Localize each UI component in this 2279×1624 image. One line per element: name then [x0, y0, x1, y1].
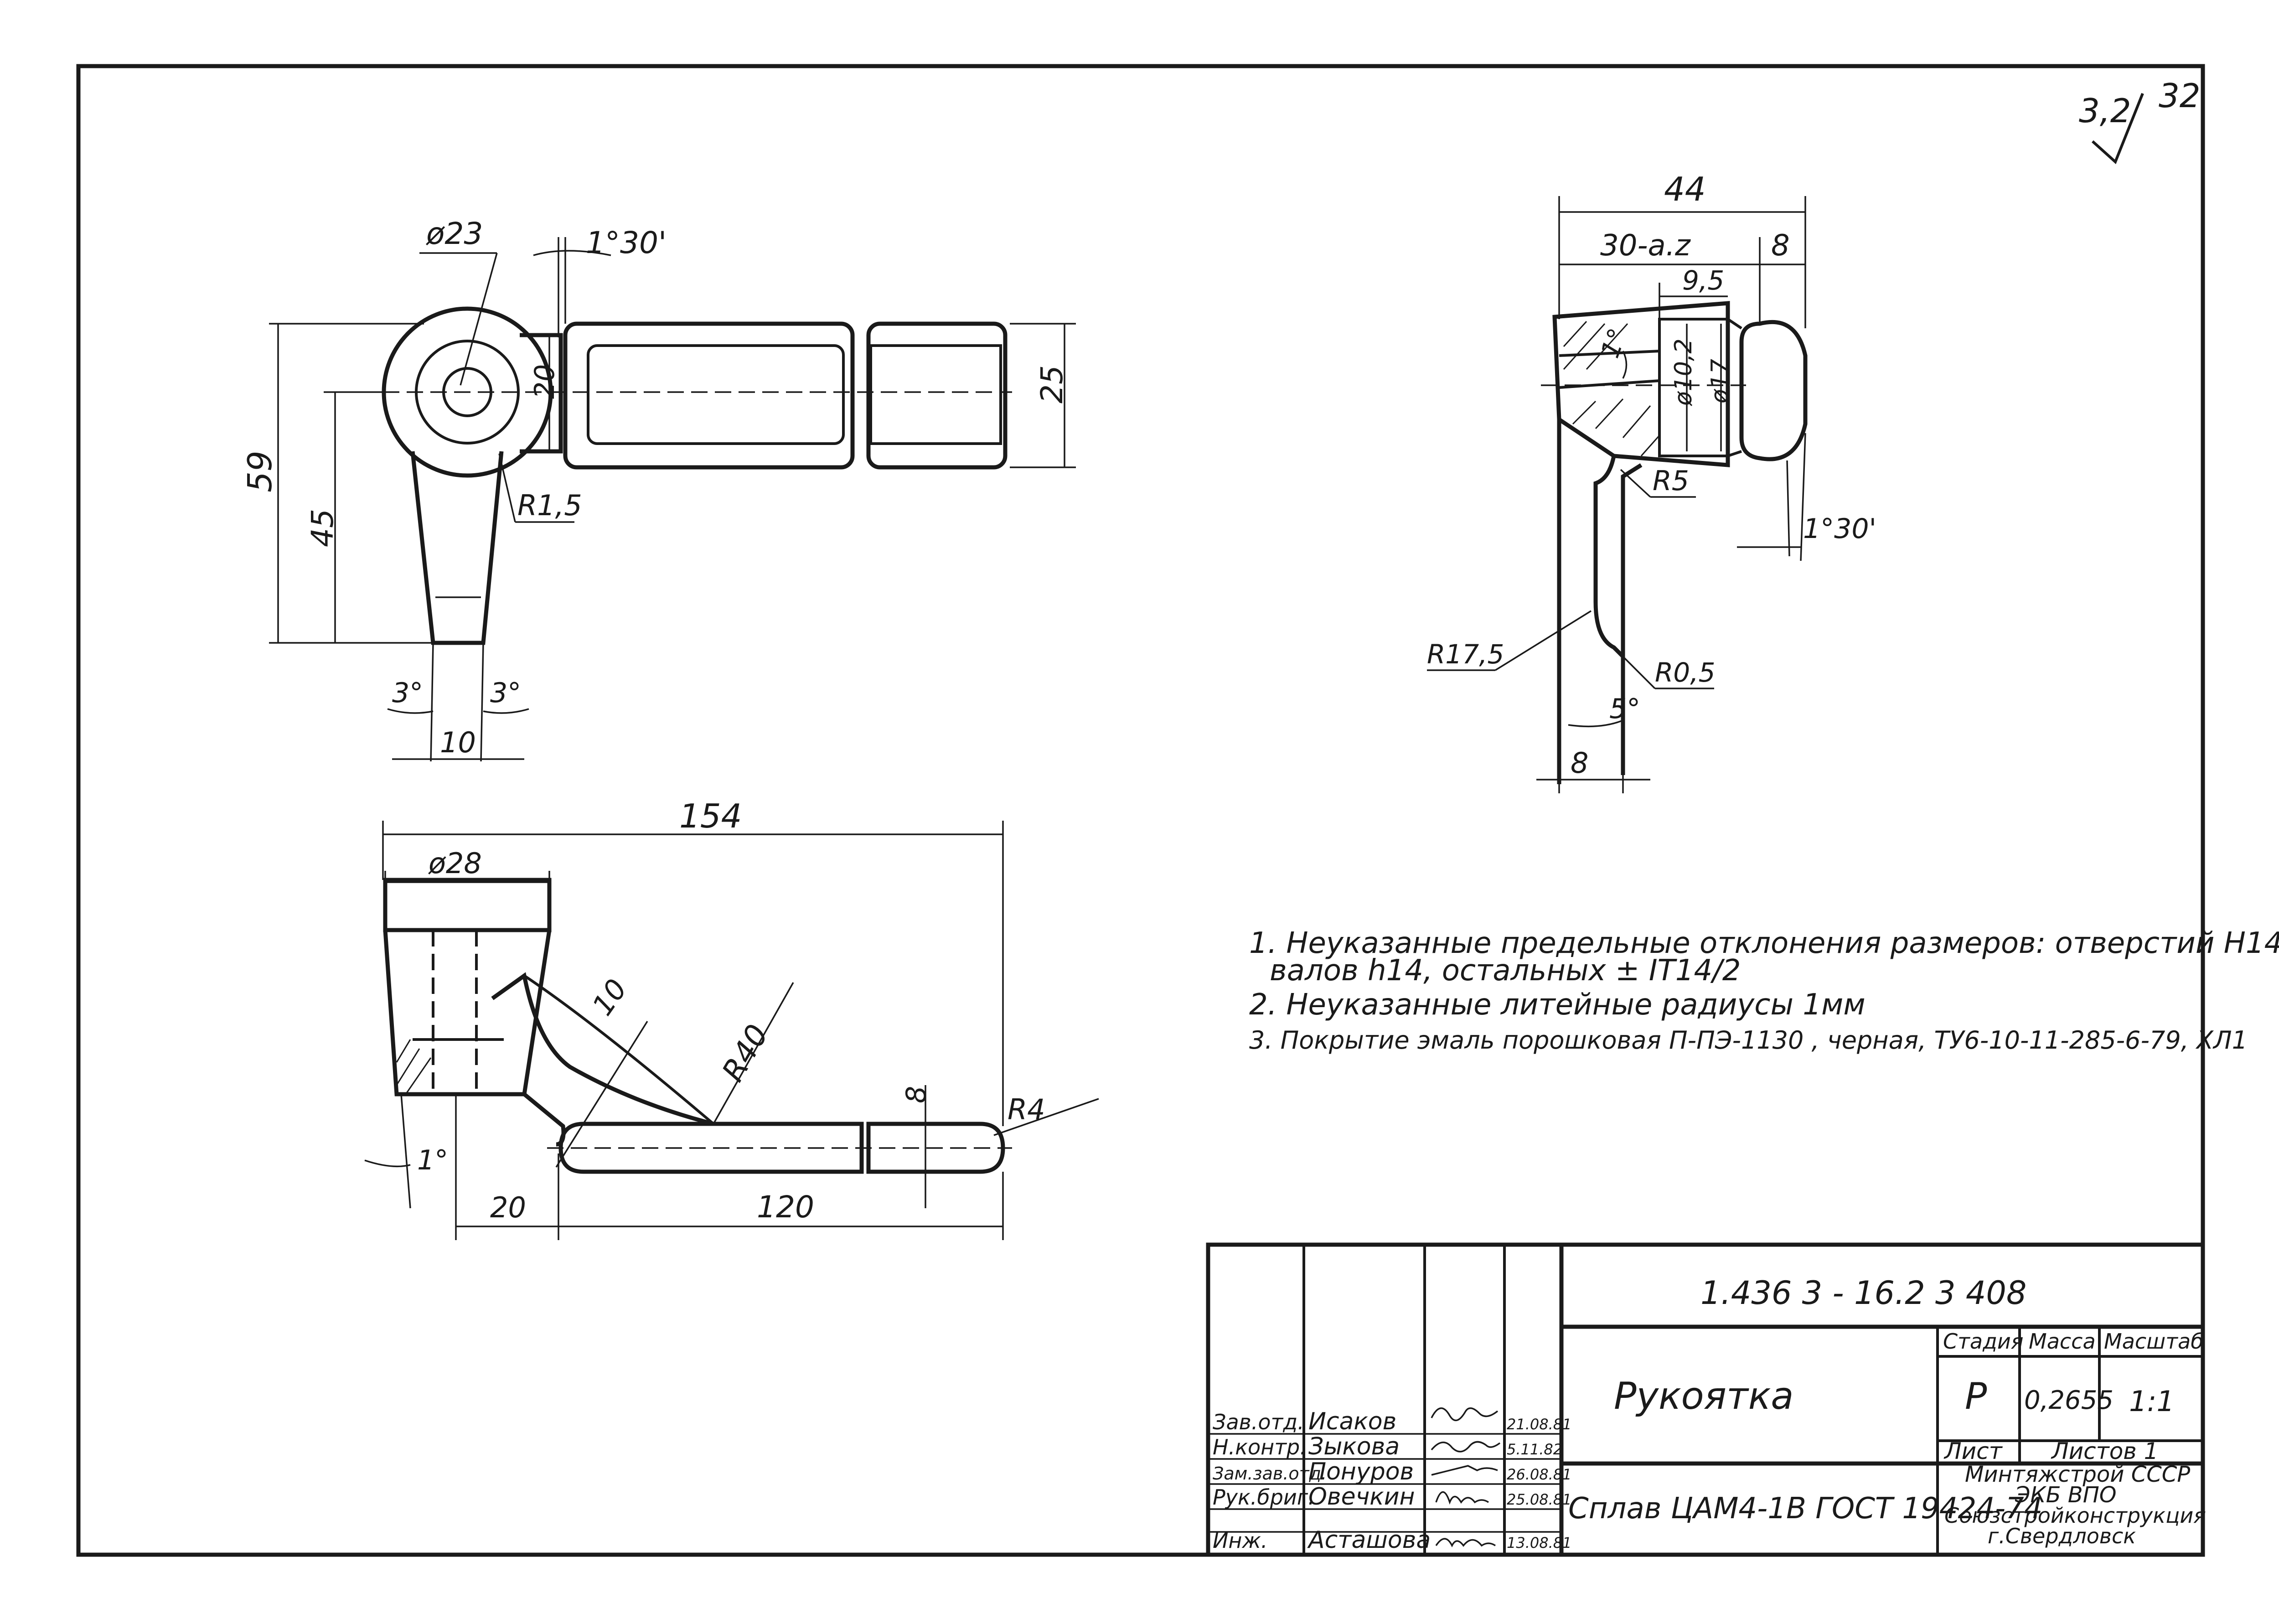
dim-bore-small: ø10,2 [1670, 338, 1697, 406]
dim-bore-large: ø17 [1706, 359, 1734, 404]
dim-length-total: 154 [679, 797, 742, 835]
dim-taper-right: 3° [490, 677, 521, 709]
signer-name: Исаков [1308, 1408, 1396, 1435]
note-3: 3. Покрытие эмаль порошковая П-ПЭ-1130 ,… [1249, 1026, 2248, 1055]
signer-name: Асташова [1307, 1526, 1431, 1554]
dim-offset: 20 [490, 1191, 526, 1224]
signer-role: Рук.бриг. [1213, 1485, 1315, 1510]
dim-width-total: 44 [1664, 170, 1706, 208]
signer-date: 13.08.81 [1507, 1534, 1572, 1552]
material: Сплав ЦАМ4-1В ГОСТ 19424-74 [1568, 1492, 2042, 1526]
dim-angle: 1°30' [586, 225, 667, 260]
dim-height-total: 59 [241, 450, 279, 492]
signer-name: Зыкова [1308, 1433, 1400, 1460]
org-line-1: Минтяжстрой СССР [1965, 1462, 2190, 1487]
signer-role: Зам.зав.отд. [1213, 1464, 1327, 1484]
part-name: Рукоятка [1614, 1375, 1794, 1418]
dim-bar-length: 120 [757, 1190, 814, 1225]
col-mass: Масса [2029, 1329, 2096, 1354]
roughness-stamp: 32 [2159, 77, 2201, 115]
signer-role: Н.контр. [1213, 1435, 1307, 1459]
roughness-value: 3,2 [2079, 92, 2131, 130]
note-2: 2. Неуказанные литейные радиусы 1мм [1249, 988, 1866, 1022]
dim-radius-fillet: R5 [1653, 465, 1689, 497]
dim-width-end: 8 [1771, 229, 1790, 263]
dim-draft: 5° [1609, 693, 1640, 725]
dim-bottom-width: 8 [1571, 746, 1588, 780]
col-scale: Масштаб [2104, 1329, 2204, 1354]
dim-taper-left: 3° [392, 677, 423, 709]
stage-value: Р [1965, 1375, 1987, 1417]
signer-role: Инж. [1213, 1528, 1268, 1553]
col-stage: Стадия [1943, 1329, 2023, 1354]
dim-draft: 1° [417, 1144, 448, 1176]
signer-date: 5.11.82 [1507, 1441, 1562, 1458]
dim-width-mid: 30-a.z [1600, 229, 1691, 263]
dim-grip-height: 25 [1034, 365, 1070, 403]
note-1: 1. Неуказанные предельные отклонения раз… [1249, 926, 2279, 960]
dim-rib: 10 [586, 973, 634, 1022]
dim-taper: 1° [1595, 325, 1633, 362]
signer-name: Овечкин [1308, 1483, 1415, 1510]
dim-tip-width: 10 [440, 726, 476, 759]
dim-radius-large: R17,5 [1427, 639, 1504, 670]
org-line-2: ЭКБ ВПО [2015, 1482, 2117, 1508]
side-view: 44 30-a.z 8 9,5 ø10,2 ø17 1° R5 1°30' R1… [1427, 170, 1876, 793]
handwritten-signatures [1431, 1407, 1501, 1547]
sheet-label: Лист [1943, 1438, 2003, 1464]
org-line-3: Союзстройконструкция [1944, 1503, 2206, 1528]
front-view: 154 ø28 10 R40 8 R4 1° 20 120 [364, 797, 1099, 1240]
dim-radius-end: R4 [1008, 1093, 1045, 1126]
dim-radius: R1,5 [517, 489, 582, 522]
scale-value: 1:1 [2129, 1385, 2175, 1418]
dim-depth: 9,5 [1682, 265, 1724, 296]
sheet-frame [76, 64, 2205, 1557]
title-block: 1.436 3 - 16.2 3 408 Рукоятка Сплав ЦАМ4… [1206, 1242, 2206, 1557]
signer-date: 25.08.81 [1507, 1491, 1572, 1508]
technical-notes: 1. Неуказанные предельные отклонения раз… [1249, 926, 2279, 1055]
doc-code: 1.436 3 - 16.2 3 408 [1700, 1274, 2026, 1312]
dim-radius-small: R0,5 [1655, 657, 1716, 688]
signer-date: 21.08.81 [1507, 1416, 1572, 1433]
dim-height-lever: 45 [305, 509, 340, 547]
note-1-cont: валов h14, остальных ± IT14/2 [1270, 954, 1741, 988]
dim-hub-diameter: ø28 [428, 847, 482, 880]
mass-value: 0,2655 [2024, 1386, 2114, 1415]
dim-boss-height: 20 [529, 364, 561, 399]
top-view: ø23 1°30' 59 45 20 25 R1,5 3° 3° [241, 216, 1076, 762]
signer-role: Зав.отд. [1213, 1410, 1304, 1434]
org-line-4: г.Свердловск [1988, 1524, 2136, 1548]
dim-end-angle: 1°30' [1803, 513, 1876, 545]
roughness-symbol: 3,2 32 [2079, 77, 2201, 165]
dim-bar-height: 8 [900, 1086, 932, 1103]
signer-name: Понуров [1308, 1458, 1414, 1485]
signer-date: 26.08.81 [1507, 1466, 1572, 1483]
dim-diameter: ø23 [426, 216, 483, 251]
sheets-label: Листов 1 [2051, 1438, 2158, 1464]
